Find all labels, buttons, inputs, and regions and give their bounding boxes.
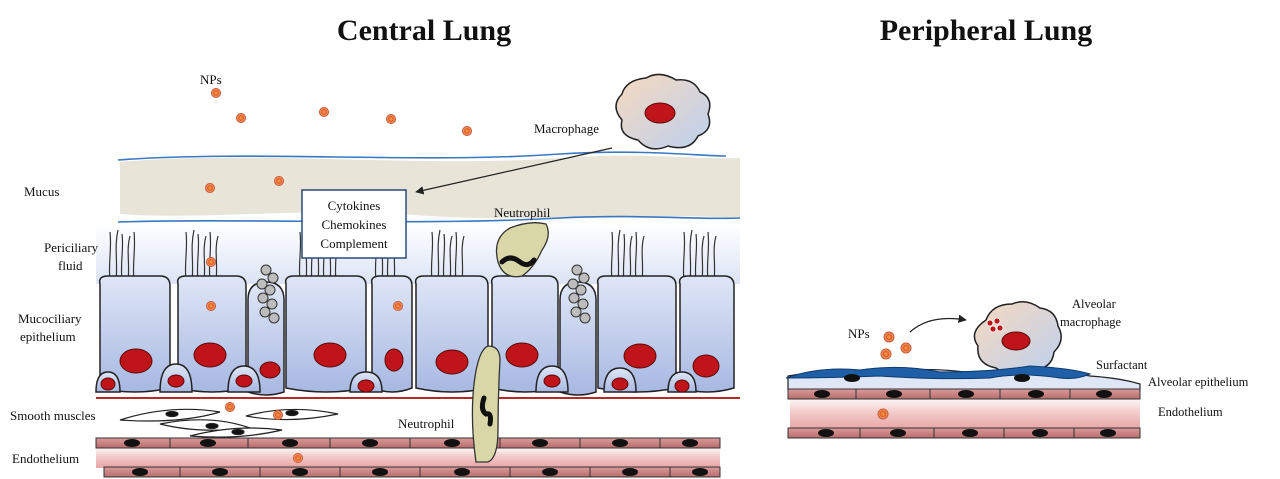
nanoparticle — [207, 258, 216, 267]
smooth-muscle-cells — [120, 409, 338, 437]
label-neutrophil-top: Neutrophil — [494, 205, 551, 220]
epithelial-cell — [372, 276, 412, 392]
nanoparticle — [212, 89, 221, 98]
label-alveolar-macrophage: macrophage — [1060, 315, 1122, 329]
nanoparticle — [275, 177, 284, 186]
nanoparticle — [463, 127, 472, 136]
nanoparticle — [206, 184, 215, 193]
nanoparticle — [320, 108, 329, 117]
nanoparticle — [901, 343, 911, 353]
alveolar-macrophage — [974, 302, 1061, 375]
peripheral-lung-title: Peripheral Lung — [880, 14, 1093, 47]
label-alveolar-epithelium: Alveolar epithelium — [1148, 375, 1249, 389]
nanoparticle — [237, 114, 246, 123]
label-smooth-muscles: Smooth muscles — [10, 408, 96, 423]
signal-cytokines: Cytokines — [328, 198, 381, 213]
nanoparticle — [226, 403, 235, 412]
nanoparticle — [207, 302, 216, 311]
label-mucus: Mucus — [24, 184, 59, 199]
nanoparticle — [878, 409, 888, 419]
nanoparticle — [294, 454, 303, 463]
label-periciliary: Periciliary — [44, 240, 99, 255]
uptake-arrow — [910, 319, 966, 333]
label-mucociliary: Mucociliary — [18, 311, 82, 326]
central-lung-panel: Cytokines Chemokines Complement NPs Macr… — [10, 72, 740, 477]
label-surfactant: Surfactant — [1096, 358, 1148, 372]
signaling-molecules-box: Cytokines Chemokines Complement — [302, 190, 406, 258]
signal-complement: Complement — [320, 236, 388, 251]
nanoparticle — [884, 332, 894, 342]
nanoparticle — [274, 411, 283, 420]
nanoparticle — [881, 349, 891, 359]
peripheral-endothelium-vessel — [788, 389, 1140, 438]
signal-chemokines: Chemokines — [322, 217, 387, 232]
label-mucociliary-epithelium: epithelium — [20, 329, 76, 344]
alveolar-epithelium — [786, 366, 1140, 390]
label-nps-peripheral: NPs — [848, 326, 870, 341]
peripheral-lung-panel: NPs Alveolar macrophage Surfactant Alveo… — [786, 297, 1249, 438]
label-macrophage: Macrophage — [534, 121, 599, 136]
label-nps-central: NPs — [200, 72, 222, 87]
nanoparticle — [387, 115, 396, 124]
central-endothelium-vessel — [96, 438, 720, 477]
label-endothelium-peripheral: Endothelium — [1158, 405, 1223, 419]
label-endothelium-central: Endothelium — [12, 451, 79, 466]
epithelial-cell — [286, 276, 366, 392]
central-lung-title: Central Lung — [337, 14, 511, 47]
label-periciliary-fluid: fluid — [58, 258, 83, 273]
label-neutrophil-bottom: Neutrophil — [398, 416, 455, 431]
nanoparticle — [394, 302, 403, 311]
macrophage — [616, 74, 710, 148]
label-alveolar: Alveolar — [1072, 297, 1117, 311]
mucociliary-epithelium — [96, 276, 734, 395]
